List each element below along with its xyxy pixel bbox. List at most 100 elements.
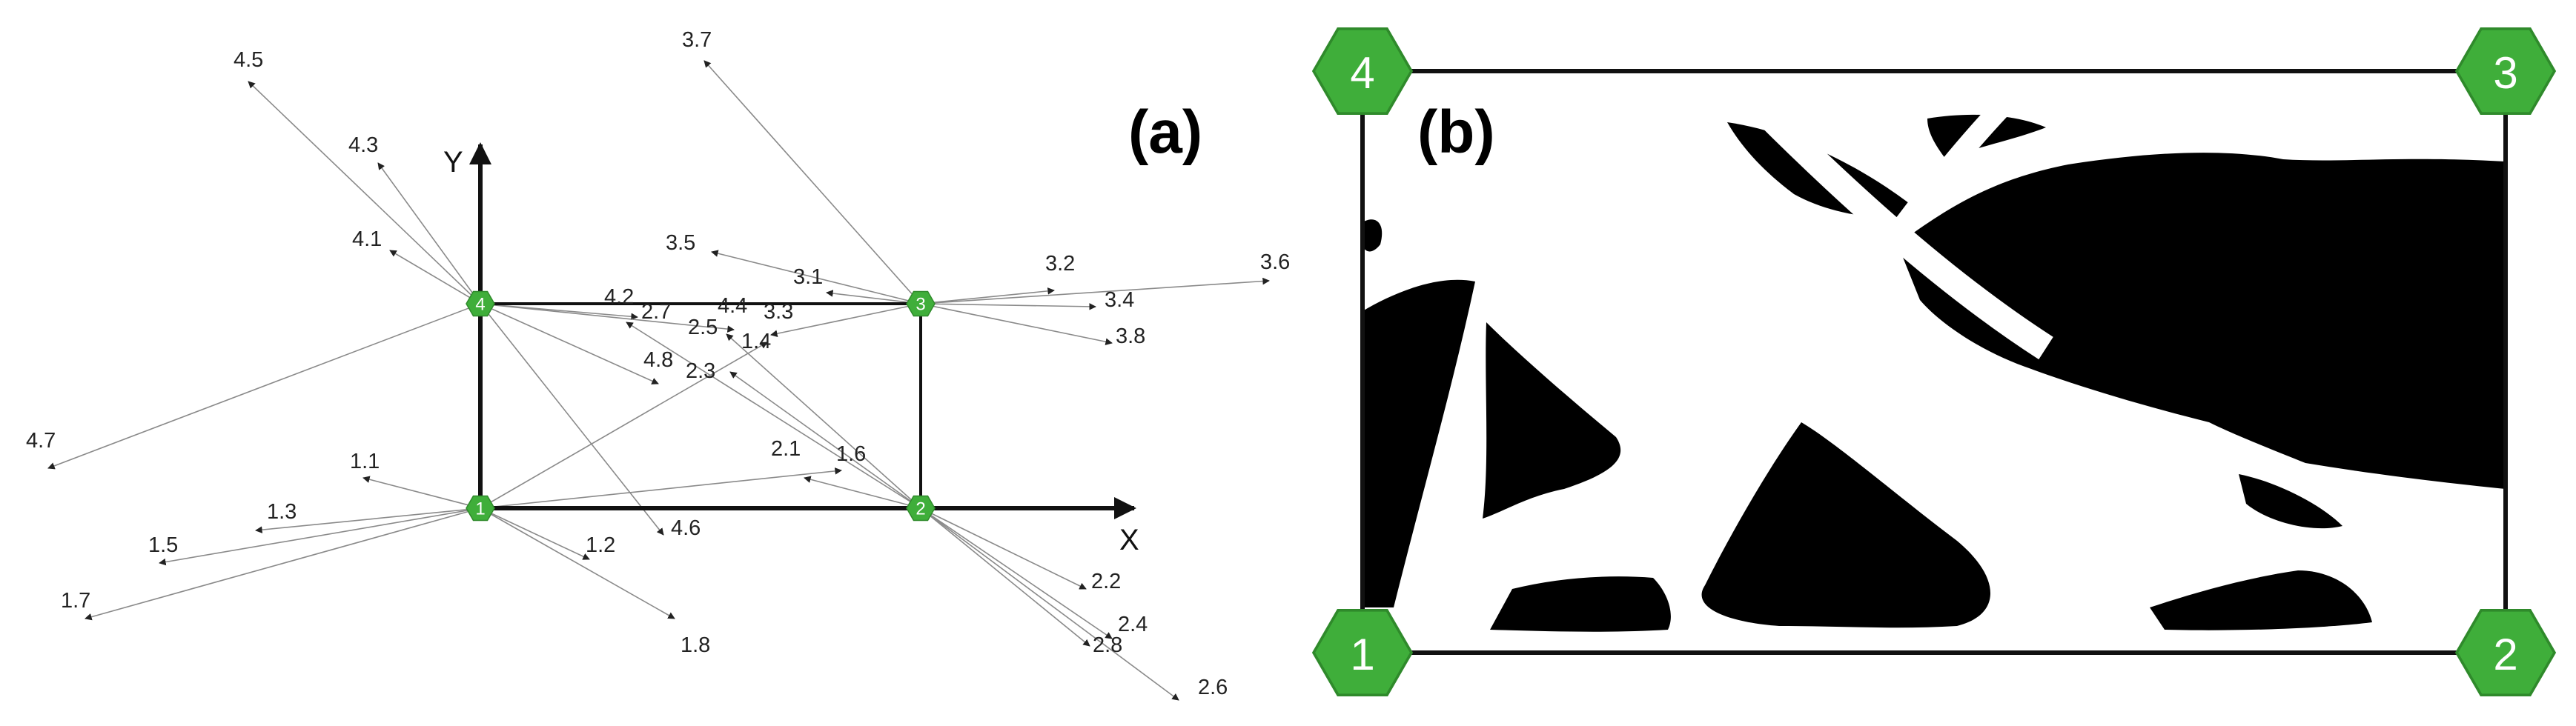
white-band-lower xyxy=(1597,318,1830,391)
vector-1-5 xyxy=(159,507,481,566)
panel-b-label: (b) xyxy=(1417,99,1495,166)
vector-label-2-6: 2.6 xyxy=(1198,676,1228,699)
vector-1-4 xyxy=(480,342,768,509)
vector-label-2-7: 2.7 xyxy=(641,300,671,324)
vector-label-3-2: 3.2 xyxy=(1045,252,1075,276)
vector-label-4-2: 4.2 xyxy=(604,285,634,309)
black-region-bottom-left xyxy=(1490,576,1671,632)
panel-a-vector-diagram: X Y 1.11.21.31.41.51.61.71.82.12.22.32.4… xyxy=(26,28,1290,701)
node-4-label: 4 xyxy=(1350,48,1374,98)
vector-4-8 xyxy=(480,303,659,384)
vector-label-3-4: 3.4 xyxy=(1105,288,1134,312)
coordinate-axes: X Y xyxy=(443,142,1139,556)
node-2: 2 xyxy=(906,495,936,522)
x-axis-label: X xyxy=(1119,524,1139,556)
vector-label-3-5: 3.5 xyxy=(666,231,695,255)
vector-3-2 xyxy=(920,287,1055,304)
vector-3-3 xyxy=(770,303,921,337)
y-axis-label: Y xyxy=(443,146,463,179)
vector-label-2-8: 2.8 xyxy=(1093,633,1122,657)
node-2: 2 xyxy=(2454,608,2557,697)
vector-label-1-6: 1.6 xyxy=(836,442,866,466)
vector-1-1 xyxy=(362,476,481,509)
node-1-label: 1 xyxy=(475,499,485,519)
vector-2-7 xyxy=(626,322,921,509)
vector-1-2 xyxy=(480,507,590,560)
black-region-left-triangle xyxy=(1483,322,1621,519)
black-region-left-top xyxy=(1363,219,1383,252)
vector-label-1-3: 1.3 xyxy=(267,500,297,524)
node-1-hexagon xyxy=(466,495,495,522)
node-1: 1 xyxy=(1311,608,1414,697)
vector-3-6 xyxy=(920,277,1270,304)
panel-a-nodes: 1 2 3 4 xyxy=(466,290,936,522)
node-4-hexagon xyxy=(1311,27,1414,116)
vector-label-4-8: 4.8 xyxy=(643,348,673,372)
vector-label-3-6: 3.6 xyxy=(1260,250,1290,274)
vector-label-4-6: 4.6 xyxy=(671,516,701,540)
vector-2-2 xyxy=(920,507,1087,590)
node-4: 4 xyxy=(1311,27,1414,116)
node-1-label: 1 xyxy=(1350,630,1374,679)
vector-3-7 xyxy=(703,60,921,304)
node-3-hexagon xyxy=(2454,27,2557,116)
vector-4-4 xyxy=(480,303,735,333)
vector-label-2-5: 2.5 xyxy=(688,316,718,339)
vector-label-1-8: 1.8 xyxy=(681,633,710,657)
white-band-right-streak xyxy=(1999,380,2254,457)
node-4-hexagon xyxy=(466,290,495,317)
panel-b-frame xyxy=(1360,69,2508,655)
vector-label-1-1: 1.1 xyxy=(350,450,380,473)
vector-1-7 xyxy=(85,507,481,621)
panel-a-label: (a) xyxy=(1128,99,1202,166)
vector-1-3 xyxy=(255,507,481,533)
node-frame xyxy=(480,302,922,508)
vector-label-3-8: 3.8 xyxy=(1116,324,1145,348)
black-region-top-right xyxy=(1898,153,2506,490)
vector-label-4-1: 4.1 xyxy=(352,227,382,251)
black-region-left-thin xyxy=(1363,279,1475,607)
topology-fill xyxy=(1363,71,2506,653)
vector-2-3 xyxy=(729,371,921,509)
vector-label-2-3: 2.3 xyxy=(686,359,715,383)
node-4: 4 xyxy=(466,290,495,317)
vector-1-8 xyxy=(480,507,675,619)
black-region-center-triangle xyxy=(1701,422,1990,628)
vector-label-2-4: 2.4 xyxy=(1118,613,1148,636)
node-4-label: 4 xyxy=(475,294,485,314)
node-1-hexagon xyxy=(1311,608,1414,697)
black-region-right-small xyxy=(2239,474,2342,529)
white-band-crossing xyxy=(1785,100,2010,391)
vector-label-4-7: 4.7 xyxy=(26,429,56,453)
black-region-bottom-right xyxy=(2150,570,2372,630)
vector-label-2-2: 2.2 xyxy=(1091,570,1121,593)
vector-label-3-1: 3.1 xyxy=(793,265,823,289)
vector-label-3-7: 3.7 xyxy=(682,28,712,52)
vector-2-6 xyxy=(920,507,1179,701)
vector-1-6 xyxy=(480,467,842,509)
vector-4-6 xyxy=(480,303,664,536)
vector-labels: 1.11.21.31.41.51.61.71.82.12.22.32.42.52… xyxy=(26,28,1290,699)
node-2-hexagon xyxy=(2454,608,2557,697)
node-2-hexagon xyxy=(906,495,936,522)
vector-3-5 xyxy=(711,250,921,304)
node-3: 3 xyxy=(2454,27,2557,116)
vector-label-1-7: 1.7 xyxy=(61,589,90,613)
node-1: 1 xyxy=(466,495,495,522)
vector-4-3 xyxy=(377,162,481,304)
vector-label-3-3: 3.3 xyxy=(764,300,793,324)
vector-2-4 xyxy=(920,507,1113,639)
node-2-label: 2 xyxy=(915,499,925,519)
panel-b-nodes: 1 2 3 4 xyxy=(1311,27,2557,697)
vector-label-4-5: 4.5 xyxy=(234,48,263,72)
vector-4-7 xyxy=(47,303,481,470)
node-2-label: 2 xyxy=(2493,630,2517,679)
node-3-label: 3 xyxy=(915,294,925,314)
vector-3-8 xyxy=(920,303,1113,345)
vector-label-2-1: 2.1 xyxy=(771,437,801,461)
vector-4-5 xyxy=(248,81,481,304)
vector-2-1 xyxy=(804,476,921,509)
vector-2-8 xyxy=(920,507,1090,647)
node-3: 3 xyxy=(906,290,936,317)
